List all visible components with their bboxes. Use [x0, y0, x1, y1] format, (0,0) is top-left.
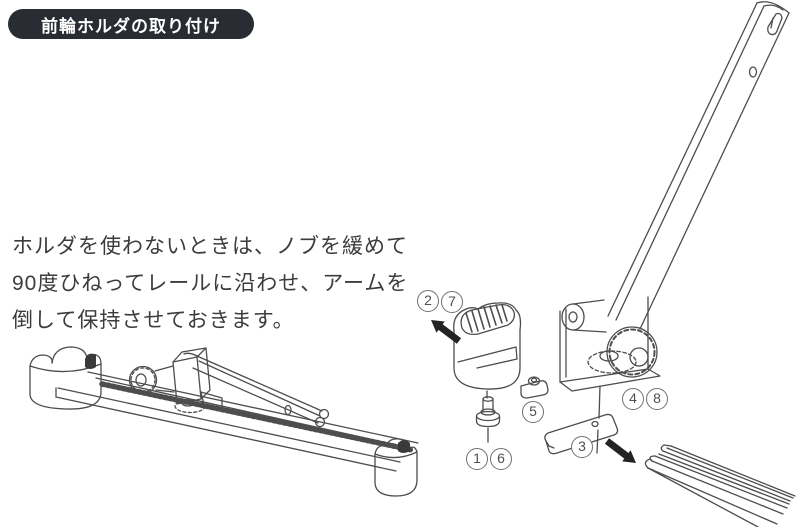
wheel-cup-left [29, 346, 102, 410]
arm-tube [607, 1, 790, 330]
instruction-line-3: 倒して保持させておきます。 [12, 309, 295, 332]
direction-arrow-left-icon [431, 320, 462, 344]
instruction-text: ホルダを使わないときは、ノブを緩めて 90度ひねってレールに沿わせ、アームを 倒… [12, 228, 432, 339]
section-title-banner: 前輪ホルダの取り付け [8, 9, 254, 39]
bracket-folded [128, 347, 223, 414]
callout-2-knob: 2 [417, 290, 439, 312]
arm-folded [183, 352, 330, 428]
plate-part [544, 413, 619, 455]
pivot-bracket [559, 296, 661, 392]
rail-folded [55, 371, 419, 472]
instruction-line-1: ホルダを使わないときは、ノブを緩めて [12, 235, 408, 258]
nut-part [520, 376, 549, 399]
callout-4-assembly: 4 [622, 388, 644, 410]
assembly-axis-line [596, 385, 601, 454]
folded-holder-view [29, 346, 419, 497]
section-title: 前輪ホルダの取り付け [41, 16, 221, 36]
callout-3-plate: 3 [571, 436, 593, 458]
bolt-part [475, 390, 501, 443]
callout-5-nut: 5 [522, 401, 544, 423]
callout-6-bolt: 6 [490, 448, 512, 470]
instruction-line-2: 90度ひねってレールに沿わせ、アームを [12, 272, 409, 295]
callout-8-assembly: 8 [646, 388, 668, 410]
rail-part [644, 444, 796, 527]
arm-assembly-part [559, 1, 790, 454]
knob-part [453, 302, 522, 390]
callout-7-knob: 7 [441, 291, 463, 313]
callout-1-bolt: 1 [466, 448, 488, 470]
direction-arrow-right-icon [604, 438, 636, 463]
wheel-cup-right [374, 438, 418, 497]
